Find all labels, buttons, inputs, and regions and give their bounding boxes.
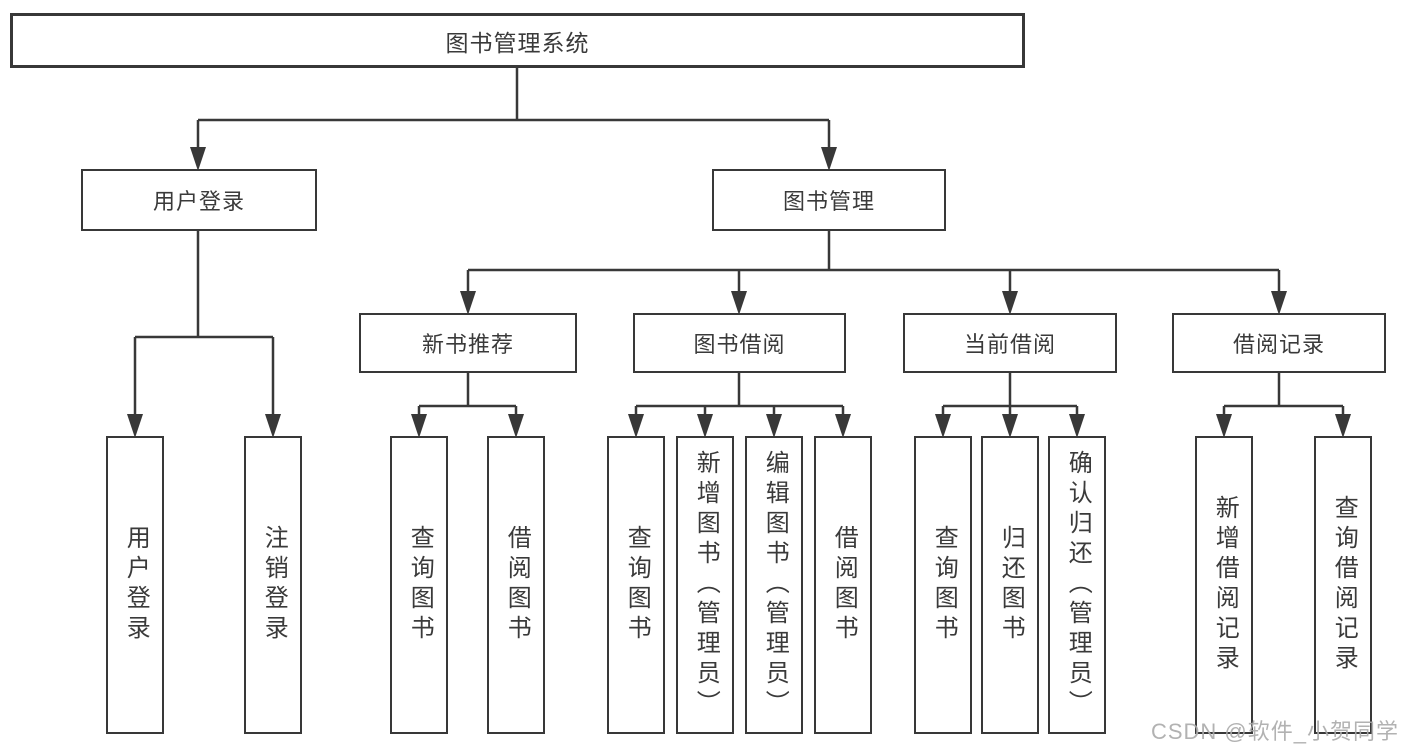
node-label: 借阅图书 [830, 525, 858, 645]
node-label: 编辑图书（管理员） [761, 450, 789, 720]
node-book-borrowing: 图书借阅 [633, 313, 846, 373]
arrowhead [190, 147, 206, 171]
node-label: 借阅记录 [1232, 332, 1325, 357]
leaf-return-books: 归还图书 [981, 436, 1039, 734]
node-label: 用户登录 [122, 525, 150, 645]
leaf-borrowing-borrow-books: 借阅图书 [814, 436, 872, 734]
leaf-logout: 注销登录 [244, 436, 302, 734]
node-label: 借阅图书 [503, 525, 531, 645]
node-library-management-system: 图书管理系统 [10, 13, 1025, 68]
leaf-confirm-return-admin: 确认归还（管理员） [1048, 436, 1106, 734]
node-label: 查询图书 [406, 525, 434, 645]
node-label: 注销登录 [260, 525, 288, 645]
node-label: 新书推荐 [421, 332, 514, 357]
node-label: 图书管理 [782, 189, 875, 214]
leaf-edit-books-admin: 编辑图书（管理员） [745, 436, 803, 734]
leaf-current-query-books: 查询图书 [914, 436, 972, 734]
node-label: 确认归还（管理员） [1064, 450, 1092, 720]
node-label: 图书管理系统 [445, 29, 590, 56]
leaf-add-borrow-record: 新增借阅记录 [1195, 436, 1253, 734]
leaf-add-books-admin: 新增图书（管理员） [676, 436, 734, 734]
leaf-query-borrow-record: 查询借阅记录 [1314, 436, 1372, 734]
leaf-recommend-borrow-books: 借阅图书 [487, 436, 545, 734]
node-borrowing-records: 借阅记录 [1172, 313, 1386, 373]
node-label: 归还图书 [997, 525, 1025, 645]
node-current-borrowing: 当前借阅 [903, 313, 1117, 373]
node-label: 用户登录 [152, 189, 245, 214]
node-label: 新增借阅记录 [1211, 495, 1239, 675]
leaf-user-login: 用户登录 [106, 436, 164, 734]
node-label: 查询图书 [930, 525, 958, 645]
node-label: 查询借阅记录 [1330, 495, 1358, 675]
watermark: CSDN @软件_小贺同学 [1150, 719, 1399, 744]
node-label: 当前借阅 [963, 332, 1056, 357]
leaf-recommend-query-books: 查询图书 [390, 436, 448, 734]
node-label: 查询图书 [623, 525, 651, 645]
node-user-login: 用户登录 [81, 169, 317, 231]
node-label: 新增图书（管理员） [692, 450, 720, 720]
leaf-borrowing-query-books: 查询图书 [607, 436, 665, 734]
node-new-book-recommendation: 新书推荐 [359, 313, 577, 373]
node-book-management: 图书管理 [712, 169, 946, 231]
node-label: 图书借阅 [693, 332, 786, 357]
